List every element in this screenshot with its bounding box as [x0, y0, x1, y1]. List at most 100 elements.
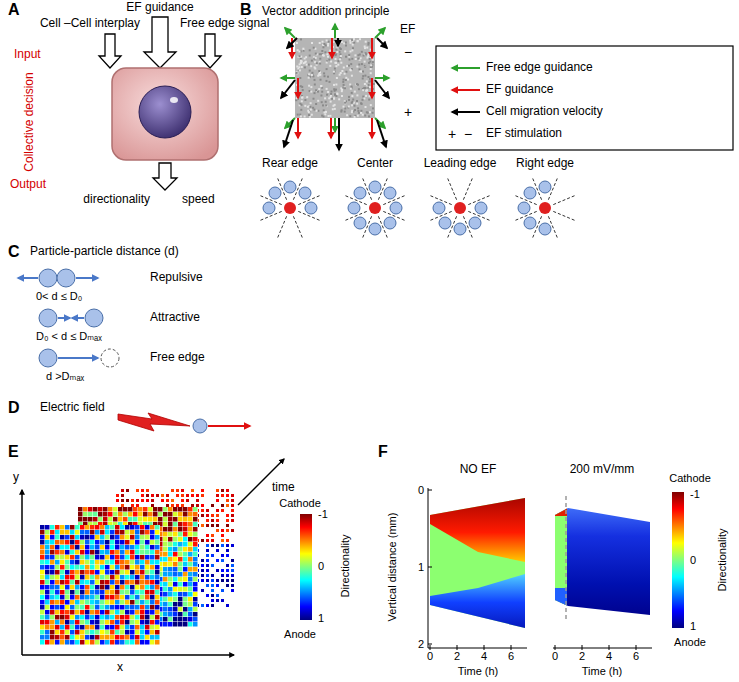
map-cell [216, 579, 219, 582]
texture-dot [304, 116, 306, 118]
map-cell [75, 580, 80, 585]
particle [299, 187, 311, 199]
map-cell [125, 610, 130, 615]
texture-dot [308, 114, 310, 116]
map-cell [201, 574, 204, 577]
map-cell [50, 615, 55, 620]
map-cell [65, 555, 70, 560]
map-cell [93, 517, 98, 522]
map-cell [65, 615, 70, 620]
map-cell [40, 635, 45, 640]
map-cell [80, 550, 85, 555]
texture-dot [331, 98, 333, 100]
map-cell [138, 512, 143, 517]
map-cell [221, 579, 224, 582]
map-cell [40, 590, 45, 595]
texture-dot [356, 100, 358, 102]
map-cell [130, 620, 135, 625]
map-cell [211, 579, 214, 582]
texture-dot [366, 89, 368, 91]
map-cell [163, 607, 168, 612]
texture-dot [318, 73, 320, 75]
texture-dot [300, 38, 302, 40]
map-cell [146, 499, 149, 502]
map-cell [70, 610, 75, 615]
attraction-arrow [58, 317, 70, 319]
texture-dot [323, 55, 325, 57]
map-cell [140, 620, 145, 625]
texture-dot [355, 58, 357, 60]
map-cell [60, 595, 65, 600]
map-cell [65, 620, 70, 625]
map-cell [173, 572, 178, 577]
map-cell [98, 517, 103, 522]
map-cell [188, 602, 193, 607]
map-cell [105, 560, 110, 565]
map-cell [201, 489, 204, 492]
texture-dot [337, 64, 339, 66]
texture-dot [316, 62, 318, 64]
texture-dot [296, 72, 298, 74]
map-cell [60, 570, 65, 575]
texture-dot [348, 96, 350, 98]
texture-dot [309, 70, 311, 72]
map-cell [90, 565, 95, 570]
map-cell [188, 607, 193, 612]
map-cell [146, 489, 149, 492]
map-cell [183, 562, 188, 567]
ef-arrow [297, 118, 299, 138]
map-cell [183, 617, 188, 622]
map-cell [140, 600, 145, 605]
texture-dot [349, 59, 351, 61]
map-cell [231, 589, 234, 592]
map-cell [181, 489, 184, 492]
map-cell [125, 535, 130, 540]
map-cell [60, 530, 65, 535]
map-cell [188, 587, 193, 592]
texture-dot [364, 47, 366, 49]
texture-dot [333, 88, 335, 90]
map-cell [178, 612, 183, 617]
map-cell [188, 537, 193, 542]
map-cell [55, 635, 60, 640]
map-cell [193, 537, 198, 542]
map-cell [193, 547, 198, 552]
focal-particle [284, 202, 296, 214]
map-cell [221, 544, 224, 547]
map-cell [171, 499, 174, 502]
map-cell [110, 630, 115, 635]
particle [384, 187, 396, 199]
map-cell [70, 600, 75, 605]
map-cell [221, 529, 224, 532]
map-cell [125, 625, 130, 630]
map-cell [60, 560, 65, 565]
map-ground [78, 507, 198, 627]
map-cell [90, 635, 95, 640]
map-cell [60, 550, 65, 555]
map-cell [201, 509, 204, 512]
map-cell [193, 567, 198, 572]
texture-dot [351, 104, 353, 106]
map-cell [216, 499, 219, 502]
focal-particle [539, 202, 551, 214]
map-cell [216, 544, 219, 547]
map-cell [130, 575, 135, 580]
map-cell [60, 540, 65, 545]
map-cell [140, 545, 145, 550]
map-cell [65, 525, 70, 530]
texture-dot [363, 54, 365, 56]
map-cell [110, 570, 115, 575]
texture-dot [362, 78, 364, 80]
texture-dot [340, 55, 342, 57]
map-cell [130, 565, 135, 570]
map-cell [206, 519, 209, 522]
map-cell [130, 615, 135, 620]
map-cell [75, 530, 80, 535]
texture-dot [299, 69, 301, 71]
map-cell [231, 584, 234, 587]
map-cell [45, 630, 50, 635]
map-cell [120, 540, 125, 545]
map-cell [168, 527, 173, 532]
map-cell [145, 525, 150, 530]
map-cell [60, 605, 65, 610]
